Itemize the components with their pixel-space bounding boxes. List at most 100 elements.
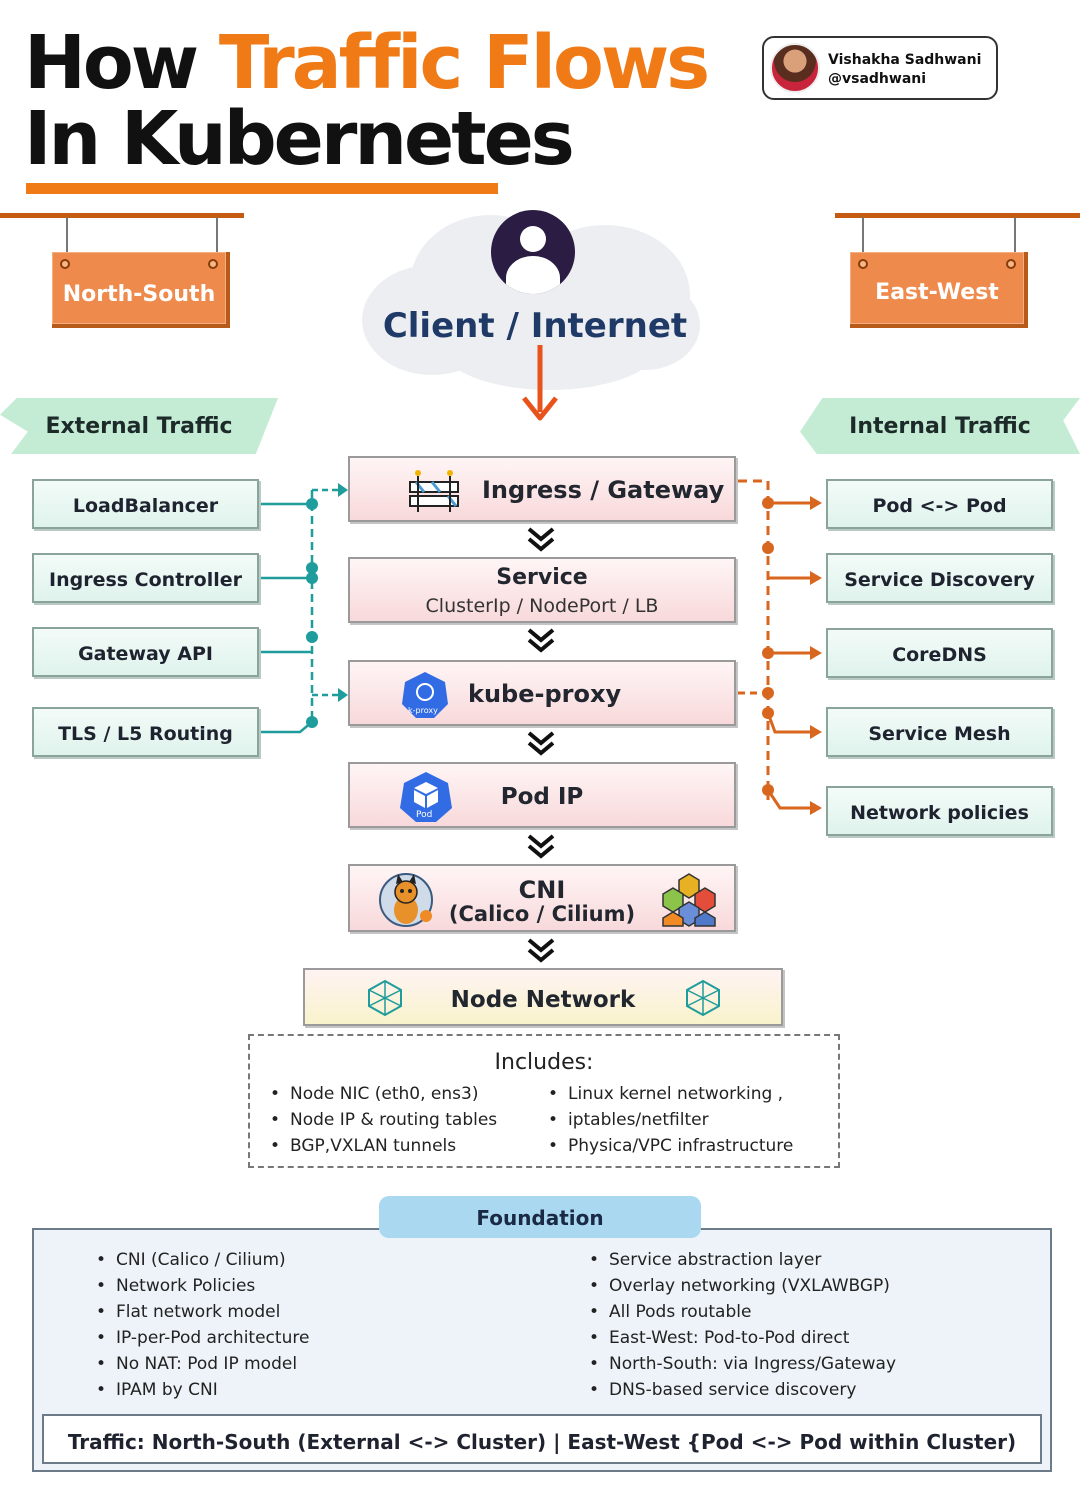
cni-title: CNI xyxy=(518,876,566,904)
service-title: Service xyxy=(496,565,588,590)
north-south-sign: North-South xyxy=(52,252,230,328)
client-label: Client / Internet xyxy=(382,306,688,346)
external-connector-dots xyxy=(306,483,348,728)
east-west-label: East-West xyxy=(875,280,999,305)
external-item-label: LoadBalancer xyxy=(72,495,219,517)
internal-item-label: Service Mesh xyxy=(868,723,1011,745)
service-subtitle: ClusterIp / NodePort / LB xyxy=(425,595,659,617)
foundation-item: IPAM by CNI xyxy=(96,1380,218,1400)
chevron-down-icon xyxy=(527,628,555,653)
traffic-summary-label: Traffic: North-South (External <-> Clust… xyxy=(67,1430,1017,1454)
foundation-item: East-West: Pod-to-Pod direct xyxy=(589,1328,849,1348)
includes-box: Includes: Node NIC (eth0, ens3) Node IP … xyxy=(248,1034,840,1168)
ingress-gateway-box: Ingress / Gateway xyxy=(348,456,736,522)
network-mesh-icon xyxy=(686,979,720,1017)
pod-icon-text: Pod xyxy=(416,810,433,820)
sign-string xyxy=(66,217,68,255)
sign-string xyxy=(216,217,218,255)
node-network-box: Node Network xyxy=(303,968,783,1026)
includes-item: Node NIC (eth0, ens3) xyxy=(270,1084,479,1104)
foundation-item: DNS-based service discovery xyxy=(589,1380,856,1400)
page-title-line-2: In Kubernetes xyxy=(24,96,575,182)
page-title-line-1: How Traffic Flows xyxy=(24,26,710,100)
external-item-tls-routing: TLS / L5 Routing xyxy=(32,707,259,757)
pin-icon xyxy=(858,259,868,269)
internal-item-label: Network policies xyxy=(850,802,1029,824)
internal-item-label: Pod <-> Pod xyxy=(872,495,1007,517)
kube-proxy-label: kube-proxy xyxy=(468,680,622,708)
ingress-gateway-label: Ingress / Gateway xyxy=(482,476,725,504)
internal-traffic-banner: Internal Traffic xyxy=(800,398,1080,454)
author-handle: @vsadhwani xyxy=(828,71,927,87)
title-accent: Traffic Flows xyxy=(218,20,710,106)
pod-ip-label: Pod IP xyxy=(500,784,584,810)
traffic-summary-box: Traffic: North-South (External <-> Clust… xyxy=(42,1414,1042,1464)
internal-connectors xyxy=(738,479,812,810)
external-traffic-label: External Traffic xyxy=(45,414,233,439)
cni-box: CNI (Calico / Cilium) xyxy=(348,864,736,932)
includes-item: iptables/netfilter xyxy=(548,1110,709,1130)
calico-cat-icon xyxy=(379,873,433,927)
pin-icon xyxy=(208,259,218,269)
includes-item: BGP,VXLAN tunnels xyxy=(270,1136,456,1156)
internal-item-label: Service Discovery xyxy=(844,569,1035,591)
chevron-down-icon xyxy=(527,527,555,552)
right-rail xyxy=(835,213,1080,218)
foundation-item: Overlay networking (VXLAWBGP) xyxy=(589,1276,890,1296)
kube-proxy-icon: k-proxy xyxy=(400,670,450,720)
foundation-item: North-South: via Ingress/Gateway xyxy=(589,1354,896,1374)
external-item-loadbalancer: LoadBalancer xyxy=(32,479,259,529)
foundation-item: Flat network model xyxy=(96,1302,280,1322)
title-underline xyxy=(26,183,498,194)
foundation-heading: Foundation xyxy=(476,1206,604,1230)
external-item-label: Gateway API xyxy=(78,643,213,665)
foundation-tab: Foundation xyxy=(379,1196,701,1238)
internal-connector-dots xyxy=(725,475,822,815)
kube-proxy-box: k-proxy kube-proxy xyxy=(348,660,736,726)
cilium-hexagon-icon xyxy=(662,873,716,927)
chevron-down-icon xyxy=(527,834,555,859)
title-prefix: How xyxy=(24,20,199,106)
pod-icon: Pod xyxy=(398,770,454,824)
barrier-icon xyxy=(409,470,459,512)
foundation-item: No NAT: Pod IP model xyxy=(96,1354,297,1374)
includes-item: Linux kernel networking , xyxy=(548,1084,783,1104)
pin-icon xyxy=(1006,259,1016,269)
external-connectors xyxy=(260,488,340,734)
external-traffic-banner: External Traffic xyxy=(0,398,278,454)
down-arrow-icon xyxy=(522,345,558,421)
author-badge: Vishakha Sadhwani @vsadhwani xyxy=(762,36,998,100)
external-item-ingress-controller: Ingress Controller xyxy=(32,553,259,603)
internal-item-coredns: CoreDNS xyxy=(826,628,1053,678)
foundation-item: CNI (Calico / Cilium) xyxy=(96,1250,286,1270)
pod-ip-box: Pod Pod IP xyxy=(348,762,736,828)
foundation-item: IP-per-Pod architecture xyxy=(96,1328,309,1348)
north-south-label: North-South xyxy=(62,282,216,307)
external-item-label: Ingress Controller xyxy=(49,569,242,591)
kube-proxy-icon-text: k-proxy xyxy=(408,706,438,715)
avatar xyxy=(770,43,820,93)
internal-traffic-label: Internal Traffic xyxy=(849,414,1031,439)
east-west-sign: East-West xyxy=(850,252,1028,328)
foundation-item: Service abstraction layer xyxy=(589,1250,821,1270)
foundation-item: All Pods routable xyxy=(589,1302,751,1322)
includes-heading: Includes: xyxy=(494,1050,594,1075)
node-network-label: Node Network xyxy=(450,987,636,1013)
internal-item-service-discovery: Service Discovery xyxy=(826,553,1053,603)
internal-item-pod-to-pod: Pod <-> Pod xyxy=(826,479,1053,529)
network-mesh-icon xyxy=(368,979,402,1017)
internal-item-network-policies: Network policies xyxy=(826,786,1053,836)
cni-subtitle: (Calico / Cilium) xyxy=(448,902,636,926)
chevron-down-icon xyxy=(527,731,555,756)
internal-item-service-mesh: Service Mesh xyxy=(826,707,1053,757)
external-item-gateway-api: Gateway API xyxy=(32,627,259,677)
sign-string xyxy=(862,217,864,255)
user-icon xyxy=(491,210,575,294)
pin-icon xyxy=(60,259,70,269)
includes-item: Node IP & routing tables xyxy=(270,1110,497,1130)
chevron-down-icon xyxy=(527,938,555,963)
author-name: Vishakha Sadhwani xyxy=(828,52,982,68)
internal-item-label: CoreDNS xyxy=(892,644,987,666)
external-item-label: TLS / L5 Routing xyxy=(58,723,233,745)
